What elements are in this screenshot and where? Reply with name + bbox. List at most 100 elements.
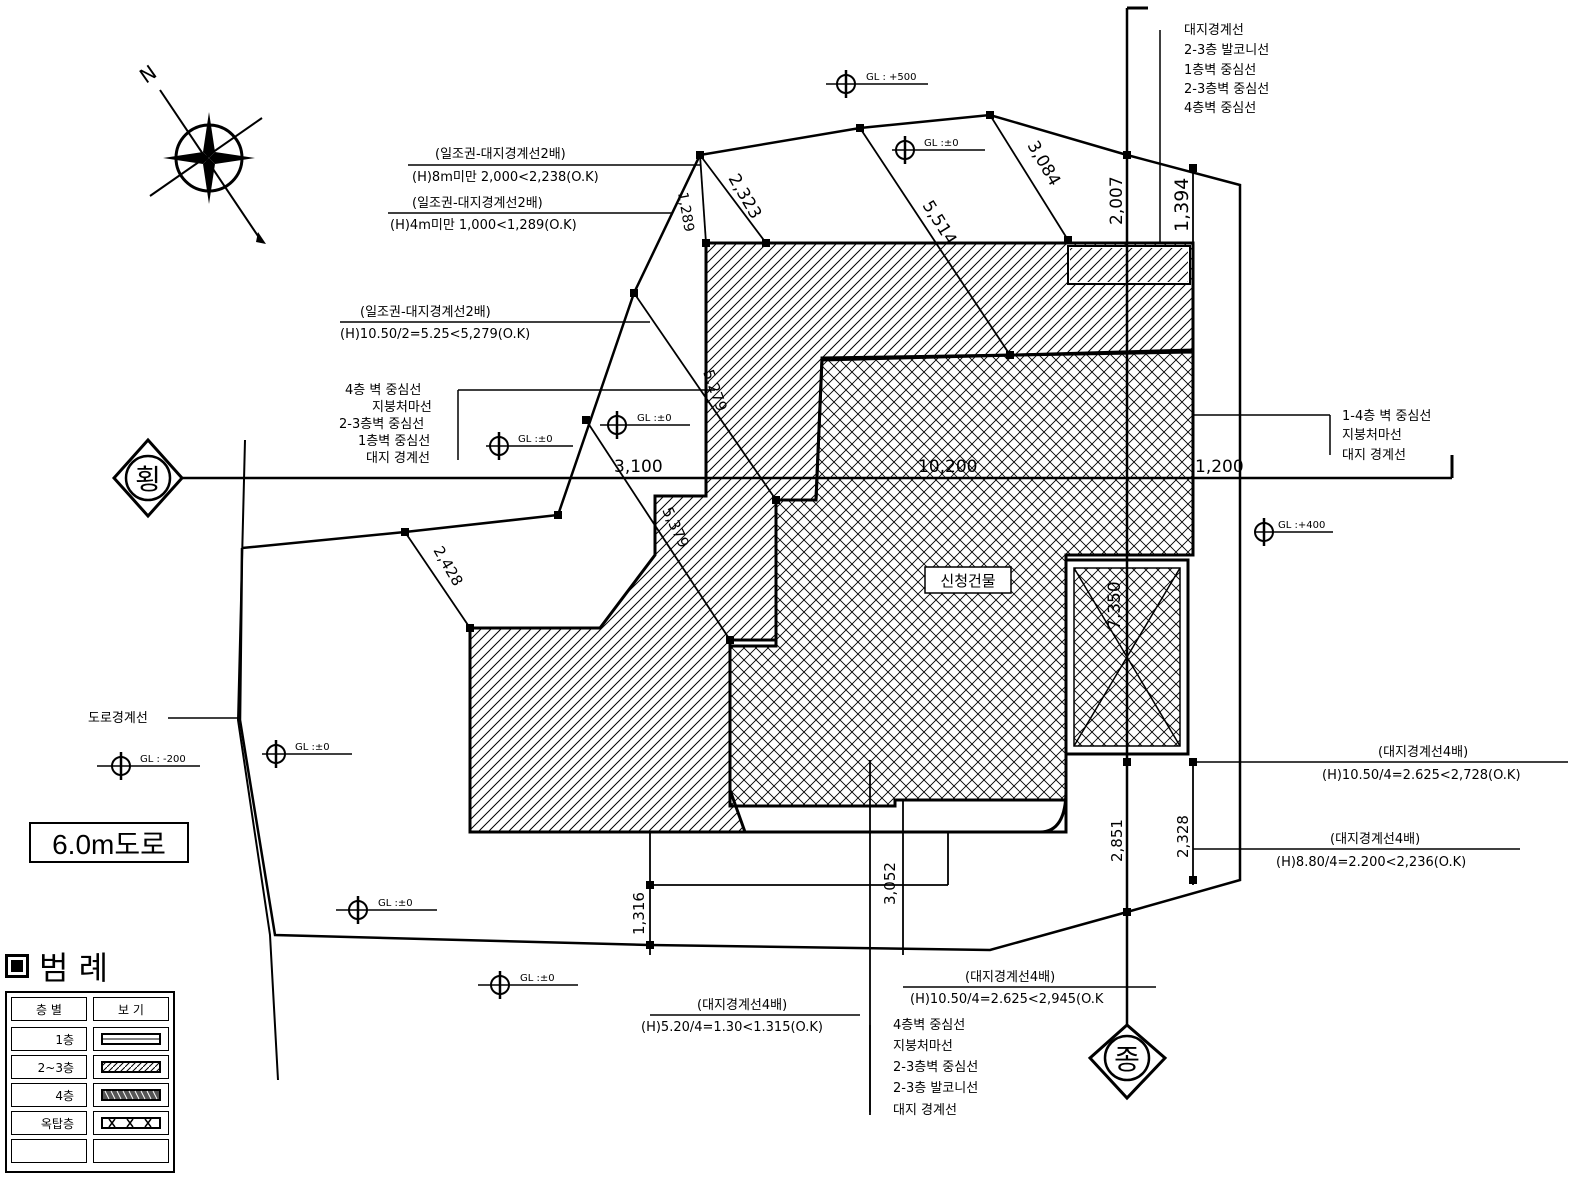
svg-text:횡: 횡	[135, 463, 161, 496]
dim-2323: 2,323	[724, 171, 766, 223]
legend-row: 옥탑층	[11, 1111, 169, 1137]
square-icon	[5, 954, 29, 978]
legend-title: 범 례	[5, 943, 108, 989]
gl-mark: GL :±0	[486, 432, 573, 460]
legend-row: 2~3층	[11, 1055, 169, 1081]
left-line-labels: 4층 벽 중심선 지붕처마선 2-3층벽 중심선 1층벽 중심선 대지 경계선	[339, 383, 715, 466]
road-boundary-line	[236, 439, 279, 1081]
svg-text:GL : +500: GL : +500	[866, 72, 917, 83]
building-label: 신청건물	[940, 572, 995, 590]
gl-mark: GL : -200	[97, 752, 200, 780]
setback-annotations-bottom: (대지경계선4배) (H)10.50/4=2.625<2,945(O.K (대지…	[641, 970, 1156, 1035]
gl-mark: GL : +500	[826, 70, 928, 98]
svg-text:GL :±0: GL :±0	[520, 973, 555, 984]
svg-text:4층벽 중심선: 4층벽 중심선	[1184, 101, 1256, 116]
svg-text:GL :±0: GL :±0	[637, 413, 672, 424]
dim-1394: 1,394	[1171, 178, 1193, 232]
bottom-line-labels: 4층벽 중심선 지붕처마선 2-3층벽 중심선 2-3층 발코니선 대지 경계선	[869, 1018, 978, 1118]
legend-floor: 4층	[11, 1083, 87, 1107]
vertical-axis-marker: 종	[1087, 1023, 1168, 1101]
svg-text:대지경계선: 대지경계선	[1184, 23, 1244, 38]
svg-text:종: 종	[1114, 1043, 1140, 1076]
site-boundary-line	[238, 113, 1242, 952]
annotation-value: (H)10.50/2=5.25<5,279(O.K)	[340, 327, 530, 342]
node-markers	[401, 111, 1197, 949]
north-arrow-icon: N	[135, 60, 266, 244]
svg-text:대지 경계선: 대지 경계선	[366, 451, 430, 466]
svg-text:GL :±0: GL :±0	[378, 898, 413, 909]
legend-pattern-rooftop	[93, 1111, 169, 1135]
annotation-title: (일조권-대지경계선2배)	[360, 305, 491, 320]
gl-mark: GL :±0	[892, 136, 985, 164]
legend-pattern-4f	[93, 1083, 169, 1107]
annotation-title: (일조권-대지경계선2배)	[412, 196, 543, 211]
svg-text:4층 벽 중심선: 4층 벽 중심선	[345, 383, 421, 398]
gl-mark: GL :±0	[478, 971, 578, 999]
dim-2428: 2,428	[430, 543, 467, 589]
dimension-lines	[404, 114, 1194, 1115]
right-line-labels: 1-4층 벽 중심선 지붕처마선 대지 경계선	[1193, 409, 1431, 463]
dim-5514: 5,514	[918, 197, 961, 249]
svg-text:2-3층벽 중심선: 2-3층벽 중심선	[339, 417, 424, 432]
horizontal-axis-marker: 횡	[111, 437, 185, 519]
annotation-value: (H)8m미만 2,000<2,238(O.K)	[412, 170, 599, 185]
legend-pattern-empty	[93, 1139, 169, 1163]
building-footprint	[468, 241, 1195, 834]
svg-text:(H)10.50/4=2.625<2,945(O.K: (H)10.50/4=2.625<2,945(O.K	[910, 992, 1104, 1007]
legend-floor: 옥탑층	[11, 1111, 87, 1135]
svg-text:2-3층 발코니선: 2-3층 발코니선	[893, 1081, 978, 1096]
road-label: 6.0m도로	[29, 822, 189, 863]
svg-text:(H)5.20/4=1.30<1.315(O.K): (H)5.20/4=1.30<1.315(O.K)	[641, 1020, 823, 1035]
svg-text:지붕처마선: 지붕처마선	[372, 400, 432, 415]
svg-text:1-4층 벽 중심선: 1-4층 벽 중심선	[1342, 409, 1431, 424]
dim-3100: 3,100	[614, 457, 663, 477]
legend-row: 4층	[11, 1083, 169, 1109]
legend-row: 1층	[11, 1027, 169, 1053]
svg-text:GL :±0: GL :±0	[295, 742, 330, 753]
legend-floor: 1층	[11, 1027, 87, 1051]
svg-text:대지 경계선: 대지 경계선	[1342, 448, 1406, 463]
dim-7350: 7,350	[1105, 581, 1125, 630]
legend-floor	[11, 1139, 87, 1163]
gl-mark: GL :±0	[600, 411, 690, 439]
dim-3084: 3,084	[1023, 138, 1065, 190]
dim-2328: 2,328	[1174, 815, 1192, 858]
svg-text:GL :+400: GL :+400	[1278, 520, 1325, 531]
svg-text:(대지경계선4배): (대지경계선4배)	[697, 998, 787, 1013]
north-label: N	[135, 60, 161, 88]
legend-header-view: 보 기	[93, 997, 169, 1021]
svg-text:2-3층 발코니선: 2-3층 발코니선	[1184, 43, 1269, 58]
annotation-title: (일조권-대지경계선2배)	[435, 147, 566, 162]
top-right-line-labels: 대지경계선 2-3층 발코니선 1층벽 중심선 2-3층벽 중심선 4층벽 중심…	[1159, 23, 1269, 243]
svg-text:(대지경계선4배): (대지경계선4배)	[965, 970, 1055, 985]
dim-2007: 2,007	[1107, 176, 1127, 225]
svg-text:1층벽 중심선: 1층벽 중심선	[1184, 63, 1256, 78]
svg-text:4층벽 중심선: 4층벽 중심선	[893, 1018, 965, 1033]
gl-mark: GL :±0	[262, 740, 352, 768]
legend-floor: 2~3층	[11, 1055, 87, 1079]
svg-text:GL : -200: GL : -200	[140, 754, 186, 765]
svg-text:지붕처마선: 지붕처마선	[1342, 428, 1402, 443]
svg-text:2-3층벽 중심선: 2-3층벽 중심선	[1184, 82, 1269, 97]
legend-pattern-1f	[93, 1027, 169, 1051]
svg-text:GL :±0: GL :±0	[518, 434, 553, 445]
annotation-value: (H)4m미만 1,000<1,289(O.K)	[390, 218, 577, 233]
dim-2851: 2,851	[1108, 819, 1126, 862]
gl-marks: GL : +500 GL :±0 GL :±0 GL :±0 GL :+400 …	[97, 70, 1333, 999]
svg-text:2-3층벽 중심선: 2-3층벽 중심선	[893, 1060, 978, 1075]
svg-text:(H)10.50/4=2.625<2,728(O.K): (H)10.50/4=2.625<2,728(O.K)	[1322, 768, 1521, 783]
legend-title-text: 범 례	[39, 949, 109, 987]
dim-3052: 3,052	[881, 862, 899, 905]
dim-1200: 1,200	[1195, 457, 1244, 477]
svg-text:GL :±0: GL :±0	[924, 138, 959, 149]
dim-1316: 1,316	[630, 892, 648, 935]
legend-table: 층 별 보 기 1층 2~3층 4층 옥탑층	[5, 991, 175, 1173]
dim-1289: 1,289	[674, 191, 697, 233]
gl-mark: GL :+400	[1254, 518, 1333, 546]
legend-row	[11, 1139, 169, 1165]
dim-10200: 10,200	[918, 457, 977, 477]
svg-text:지붕처마선: 지붕처마선	[893, 1039, 953, 1054]
legend-header-row: 층 별 보 기	[11, 997, 169, 1023]
daylight-annotations: (일조권-대지경계선2배) (H)8m미만 2,000<2,238(O.K) (…	[340, 147, 700, 342]
